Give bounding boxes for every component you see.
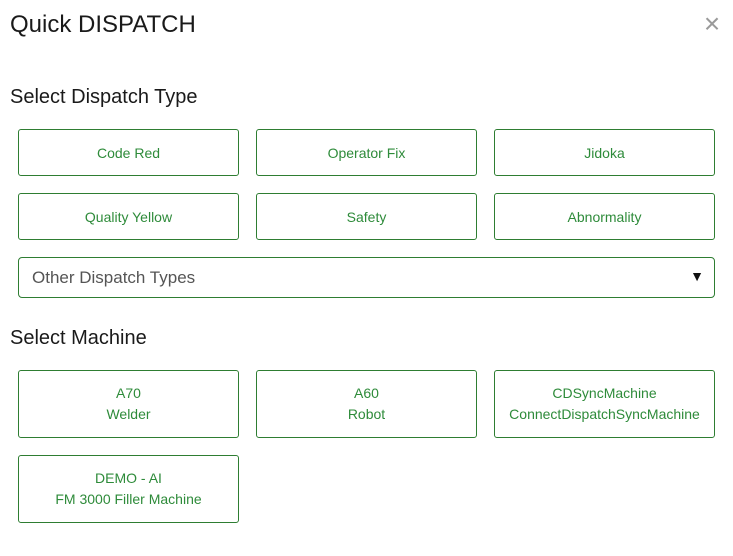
machine-code: CDSyncMachine: [552, 385, 657, 401]
machine-name: Robot: [347, 406, 386, 422]
machine-name: FM 3000 Filler Machine: [55, 491, 202, 507]
dispatch-type-abnormality-button[interactable]: Abnormality: [494, 193, 715, 240]
dispatch-type-operator-fix-button[interactable]: Operator Fix: [256, 129, 477, 176]
machine-a60-button[interactable]: A60 Robot: [256, 370, 477, 438]
select-value: Other Dispatch Types: [32, 267, 196, 287]
machine-code: A60: [354, 385, 379, 401]
other-dispatch-types-select[interactable]: Other Dispatch Types ▼: [18, 257, 715, 298]
dispatch-type-jidoka-button[interactable]: Jidoka: [494, 129, 715, 176]
machine-demo-ai-button[interactable]: DEMO - AI FM 3000 Filler Machine: [18, 455, 239, 523]
machine-name: ConnectDispatchSyncMachine: [509, 406, 700, 422]
dispatch-type-code-red-button[interactable]: Code Red: [18, 129, 239, 176]
dispatch-type-heading: Select Dispatch Type: [10, 86, 198, 108]
dispatch-type-quality-yellow-button[interactable]: Quality Yellow: [18, 193, 239, 240]
close-icon[interactable]: ×: [703, 8, 721, 39]
machine-a70-button[interactable]: A70 Welder: [18, 370, 239, 438]
machine-code: A70: [116, 385, 141, 401]
dispatch-type-safety-button[interactable]: Safety: [256, 193, 477, 240]
chevron-down-icon: ▼: [690, 268, 704, 284]
machine-cdsync-button[interactable]: CDSyncMachine ConnectDispatchSyncMachine: [494, 370, 715, 438]
machine-code: DEMO - AI: [95, 470, 162, 486]
machine-name: Welder: [106, 406, 151, 422]
machine-heading: Select Machine: [10, 327, 147, 349]
modal-title: Quick DISPATCH: [10, 11, 196, 38]
